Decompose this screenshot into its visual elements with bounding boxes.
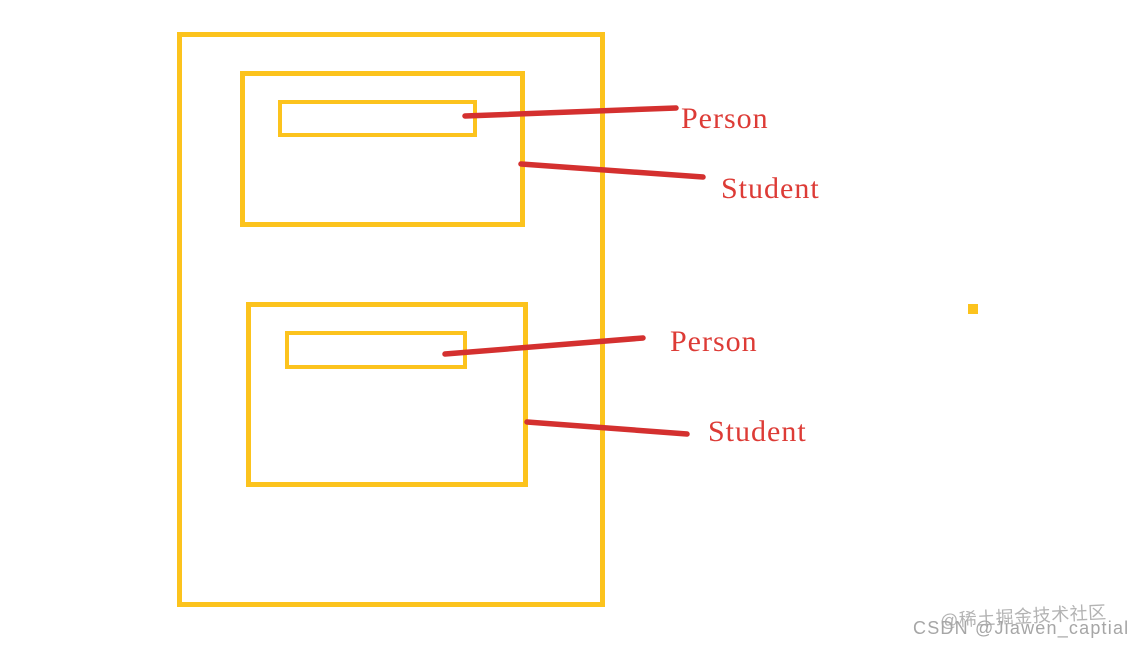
person-label-bottom: Person	[670, 325, 758, 358]
outer-container-box	[177, 32, 605, 607]
person-subobject-box-top	[278, 100, 477, 137]
person-subobject-box-bottom	[285, 331, 467, 369]
yellow-marker-square	[968, 304, 978, 314]
watermark: @稀土掘金技术社区 CSDN @Jiawen_captial	[900, 598, 1127, 648]
student-object-box-bottom	[246, 302, 528, 487]
csdn-watermark-text: CSDN @Jiawen_captial	[913, 618, 1127, 638]
student-object-box-top	[240, 71, 525, 227]
student-label-top: Student	[721, 172, 820, 205]
person-label-top: Person	[681, 102, 769, 135]
student-label-bottom: Student	[708, 415, 807, 448]
